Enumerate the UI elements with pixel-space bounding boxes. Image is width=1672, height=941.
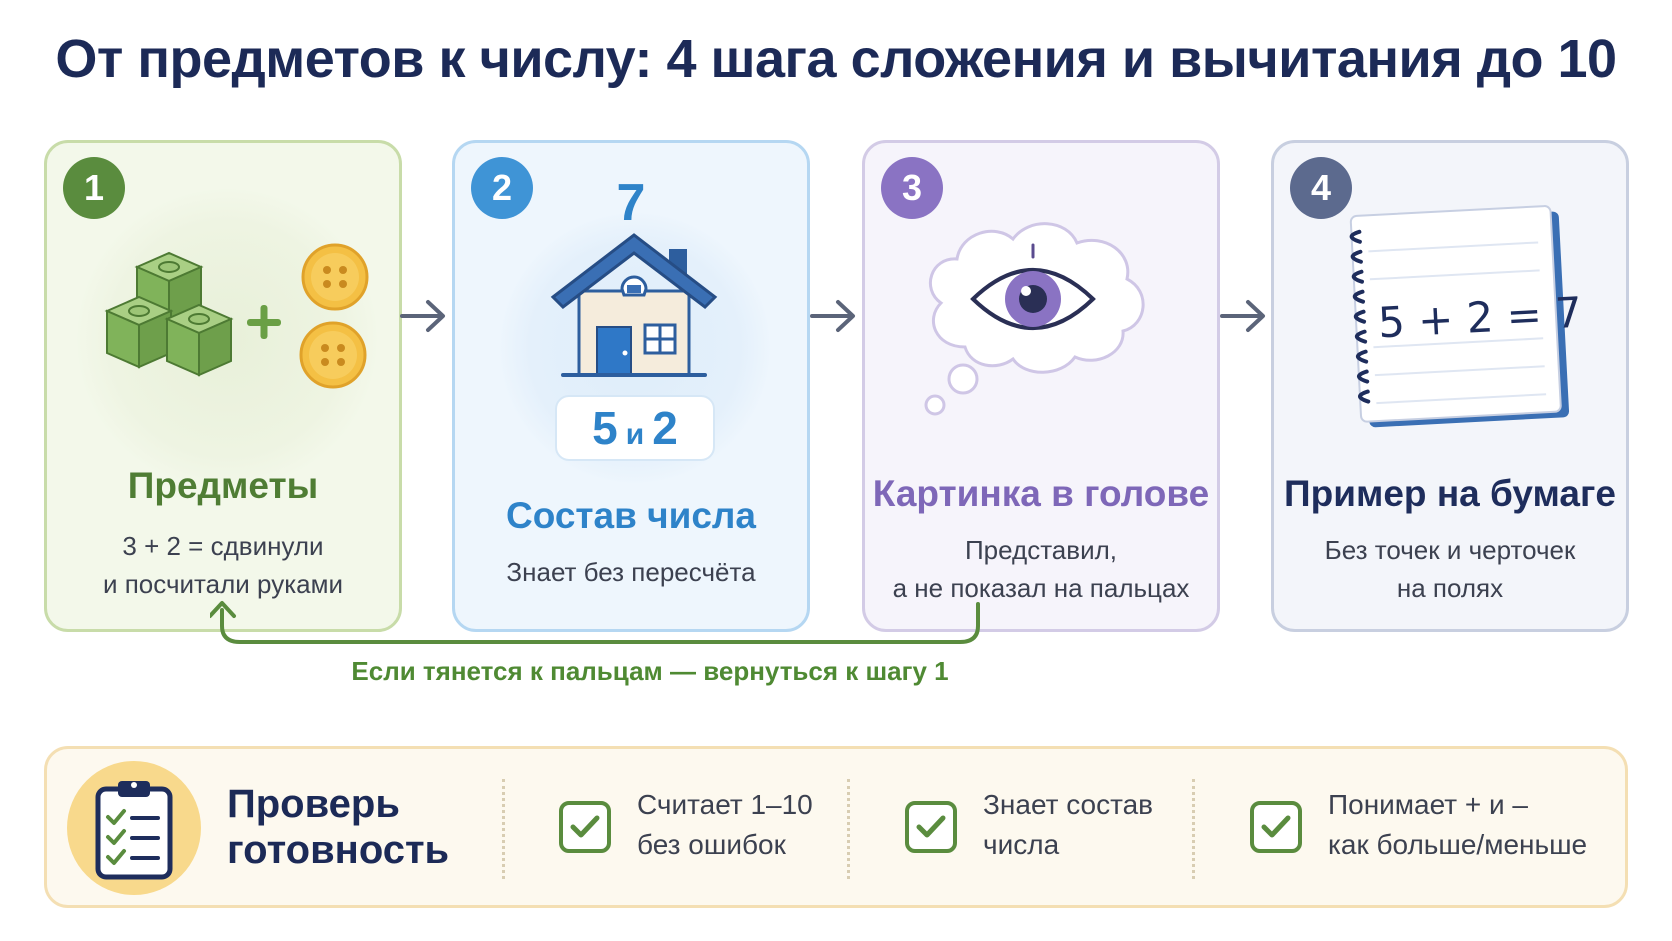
step-heading-3: Картинка в голове <box>872 473 1210 514</box>
readiness-item-line: Считает 1–10 <box>637 789 813 820</box>
readiness-title: Проверь готовность <box>227 781 449 873</box>
step-text-3: Представил, а не показал на пальцах <box>865 531 1217 607</box>
divider <box>502 779 505 879</box>
step-text-2: Знает без пересчёта <box>455 553 807 591</box>
readiness-item-line: без ошибок <box>637 829 786 860</box>
loop-label: Если тянется к пальцам — вернуться к шаг… <box>351 656 949 686</box>
buttons-icon <box>299 243 369 389</box>
readiness-item-line: как больше/меньше <box>1328 829 1588 860</box>
step-card-1: 1 <box>44 140 402 632</box>
step-text-line: Представил, <box>964 535 1117 565</box>
loop-arrow-icon <box>210 601 980 644</box>
page-title: От предметов к числу: 4 шага сложения и … <box>55 29 1617 89</box>
clipboard-icon <box>95 781 173 880</box>
divider <box>847 779 850 879</box>
readiness-item-text: Знает состав числа <box>983 785 1153 865</box>
readiness-item-line: Понимает + и – <box>1328 789 1528 820</box>
pill-number: 2 <box>652 402 678 454</box>
step-badge-1: 1 <box>63 157 125 219</box>
thought-eye-icon <box>924 222 1145 416</box>
pill-number: 5 <box>592 402 618 454</box>
checkbox-icon[interactable] <box>1250 801 1302 853</box>
readiness-item-text: Считает 1–10 без ошибок <box>637 785 813 865</box>
clipboard-circle <box>67 761 201 895</box>
checkbox-icon[interactable] <box>559 801 611 853</box>
step-text-line: и посчитали руками <box>102 569 344 599</box>
step-badge-3: 3 <box>881 157 943 219</box>
readiness-panel: Проверь готовность Считает 1–10 без ошиб… <box>44 746 1628 908</box>
readiness-item-line: Знает состав <box>983 789 1154 820</box>
step-card-4: 4 5 + 2 = 7 Пример на бумаге Без точек и… <box>1271 140 1629 632</box>
arrow-right-icon <box>810 300 855 332</box>
notebook-icon <box>1349 205 1570 428</box>
pill-conjunction: и <box>625 418 645 451</box>
step-text-line: Без точек и черточек <box>1324 535 1576 565</box>
readiness-item-line: числа <box>983 829 1060 860</box>
step-text-line: 3 + 2 = сдвинули <box>122 531 324 561</box>
step-text-4: Без точек и черточек на полях <box>1274 531 1626 607</box>
step-text-line: на полях <box>1396 573 1504 603</box>
step-badge-2: 2 <box>471 157 533 219</box>
readiness-item-text: Понимает + и – как больше/меньше <box>1328 785 1587 865</box>
checkbox-icon[interactable] <box>905 801 957 853</box>
step-heading-4: Пример на бумаге <box>1284 473 1616 514</box>
cubes-icon <box>104 243 369 389</box>
arrow-right-icon <box>400 300 445 332</box>
step-heading-2: Состав числа <box>505 495 757 536</box>
arrow-right-icon <box>1220 300 1265 332</box>
step-heading-1: Предметы <box>127 465 319 506</box>
step-text-line: а не показал на пальцах <box>892 573 1190 603</box>
readiness-title-line: Проверь <box>227 782 400 826</box>
readiness-title-line: готовность <box>227 828 450 872</box>
number-seven: 7 <box>616 174 646 232</box>
step-badge-4: 4 <box>1290 157 1352 219</box>
step-text-1: 3 + 2 = сдвинули и посчитали руками <box>47 527 399 603</box>
divider <box>1192 779 1195 879</box>
step-text-line: Знает без пересчёта <box>506 557 756 587</box>
step-card-3: 3 Картинка в голове Представил, а не пок… <box>862 140 1220 632</box>
house-icon <box>550 233 718 377</box>
